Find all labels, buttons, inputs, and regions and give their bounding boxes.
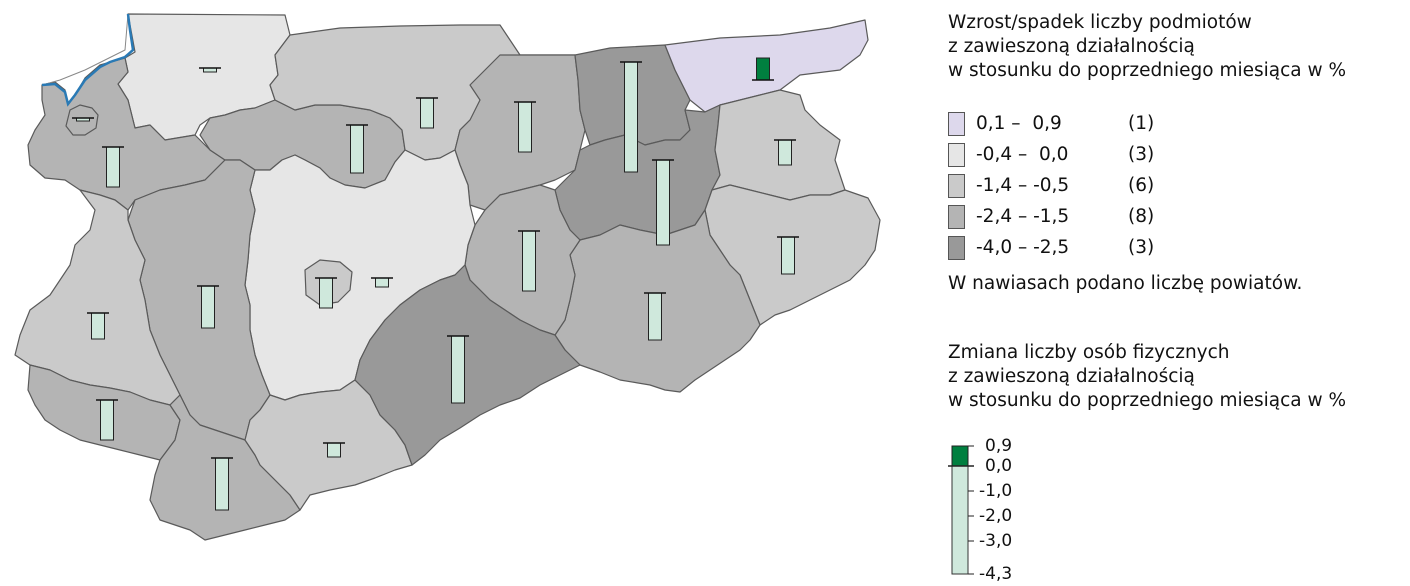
scale-label: -2,0 [979,506,1013,526]
scale-label: -4,3 [979,564,1013,584]
scale-label: 0,0 [985,456,1013,476]
map-bar [756,57,770,81]
legend-swatch [948,205,965,229]
legend-count: (1) [1128,113,1155,134]
scale-label: -1,0 [979,481,1013,501]
legend-count: (6) [1128,175,1155,196]
map-bar [778,139,792,166]
map-bar [624,61,638,173]
map-bar [648,292,662,341]
legend-range: -1,4 – -0,5 [976,175,1070,196]
map-bar [91,312,105,340]
legend-count: (3) [1128,144,1155,165]
map-bar [201,285,215,329]
bars-legend-title-1: Zmiana liczby osób fizycznych [948,342,1230,363]
choropleth-legend-title-1: Wzrost/spadek liczby podmiotów [948,12,1252,33]
coastline [41,13,135,107]
lagoon-outline [41,13,129,86]
legend-count: (3) [1128,237,1155,258]
scale-label: -3,0 [979,531,1013,551]
legend-swatch [948,236,965,260]
bars-legend-title-2: z zawieszoną działalnością [948,366,1195,387]
map-bar [106,146,120,188]
map-bar [375,277,389,288]
map-bar [781,236,795,275]
map-bar [215,457,229,511]
map-bar [319,277,333,309]
map-bar [522,230,536,292]
bars-layer [72,57,799,511]
choropleth-legend-title-2: z zawieszoną działalnością [948,36,1195,57]
legend-range: -4,0 – -2,5 [976,237,1070,258]
map-bar [420,97,434,129]
legend-count: (8) [1128,206,1155,227]
map-bar [656,159,670,246]
legend-swatch [948,174,965,198]
map [14,13,881,541]
scale-negative-bar [951,465,969,575]
map-bar [518,101,532,153]
legend-swatch [948,143,965,167]
map-bar [100,399,114,441]
scale-positive-bar [951,445,969,467]
bars-legend-title-3: w stosunku do poprzedniego miesiąca w % [948,390,1347,411]
legend-range: -2,4 – -1,5 [976,206,1070,227]
choropleth-legend-title-3: w stosunku do poprzedniego miesiąca w % [948,60,1347,81]
districts [14,13,881,541]
scale-label: 0,9 [985,436,1013,456]
map-bar [327,442,341,458]
legend-swatch [948,112,965,136]
legend-range: 0,1 – 0,9 [976,113,1062,134]
legend-note: W nawiasach podano liczbę powiatów. [948,273,1303,294]
legend-range: -0,4 – 0,0 [976,144,1069,165]
bar-scale [948,445,974,575]
map-bar [451,335,465,404]
map-bar [350,124,364,174]
district-szczytno [354,264,581,466]
